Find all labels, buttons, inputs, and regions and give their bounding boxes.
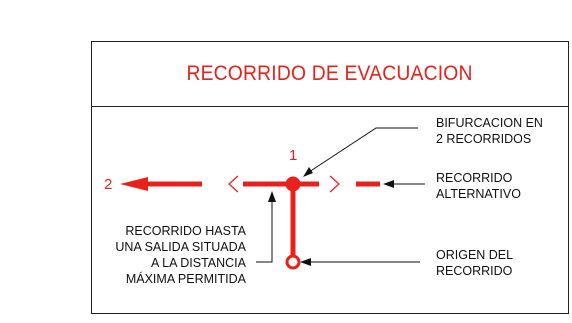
chevron-right-icon xyxy=(329,175,340,193)
origin-node xyxy=(285,254,301,270)
label-alternativo-line-2: ALTERNATIVO xyxy=(436,187,521,201)
label-origen-line-2: RECORRIDO xyxy=(436,264,513,278)
label-alternativo-line-1: RECORRIDO xyxy=(436,171,513,185)
bifurcation-node xyxy=(285,176,301,192)
route-segment-left xyxy=(146,181,202,187)
label-hasta-salida-line-2: UNA SALIDA SITUADA xyxy=(115,240,246,254)
label-bifurcacion-line-1: BIFURCACION EN xyxy=(436,116,543,130)
leader-origen-arrowhead xyxy=(300,258,311,266)
diagram-title: RECORRIDO DE EVACUACION xyxy=(186,61,474,85)
leader-bifurcacion xyxy=(305,127,418,175)
leader-alternativo-arrowhead xyxy=(383,180,394,188)
label-hasta-salida-line-1: RECORRIDO HASTA xyxy=(125,224,246,238)
label-hasta-salida-line-3: A LA DISTANCIA xyxy=(151,256,246,270)
exit-arrowhead xyxy=(120,177,148,191)
label-origen-line-1: ORIGEN DEL xyxy=(436,248,514,262)
label-hasta-salida-line-4: MÁXIMA PERMITIDA xyxy=(125,272,246,286)
label-bifurcacion: BIFURCACION EN 2 RECORRIDOS xyxy=(436,115,543,147)
node-number-1: 1 xyxy=(289,147,298,164)
legend-frame xyxy=(91,41,569,314)
label-alternativo: RECORRIDO ALTERNATIVO xyxy=(436,170,521,202)
leader-hasta-salida xyxy=(256,197,273,263)
label-bifurcacion-line-2: 2 RECORRIDOS xyxy=(436,132,532,146)
route-segment-right xyxy=(356,181,380,187)
route-segment-center xyxy=(243,181,319,187)
exit-number-2: 2 xyxy=(104,176,113,193)
leader-bifurcacion-arrowhead xyxy=(303,167,313,177)
label-hasta-salida: RECORRIDO HASTA UNA SALIDA SITUADA A LA … xyxy=(115,223,246,287)
route-segment-vertical xyxy=(290,184,296,256)
label-origen: ORIGEN DEL RECORRIDO xyxy=(436,247,513,279)
leader-hasta-salida-arrowhead xyxy=(268,191,276,202)
title-row: RECORRIDO DE EVACUACION xyxy=(91,41,569,107)
chevron-left-icon xyxy=(228,175,239,193)
